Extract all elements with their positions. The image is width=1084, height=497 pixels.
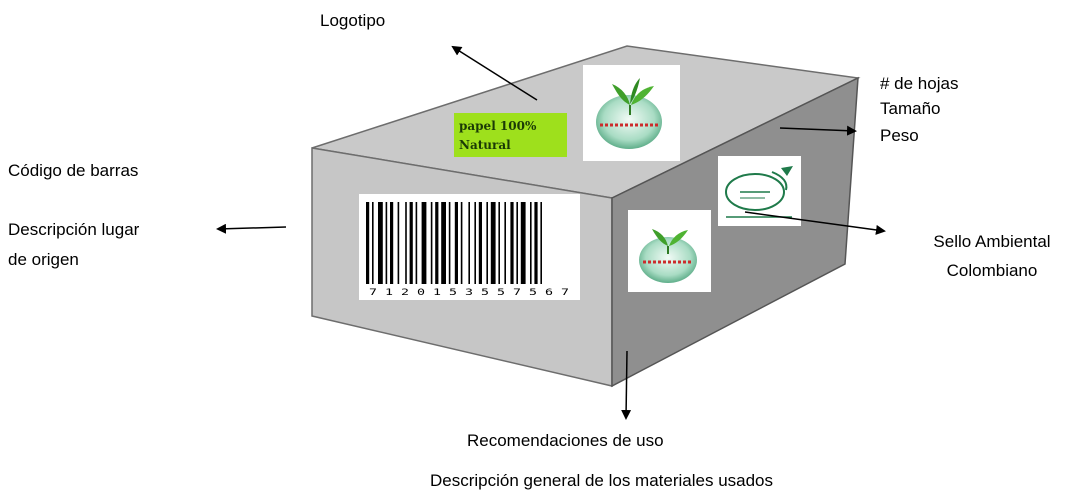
arrow-logotipo (451, 45, 538, 101)
barcode-bar (510, 202, 514, 284)
barcode-bar (504, 202, 506, 284)
label-de-origen: de origen (8, 250, 79, 269)
barcode-bars (366, 202, 542, 284)
barcode-bar (415, 202, 418, 284)
label-codigo-barras: Código de barras (8, 161, 139, 180)
arrow-peso (779, 125, 857, 136)
badge-line-2: Natural (459, 138, 511, 152)
barcode-bar (385, 202, 388, 284)
barcode-bar (421, 202, 427, 284)
barcode-bar (366, 202, 370, 284)
barcode-bar (516, 202, 518, 284)
barcode-bar (490, 202, 496, 284)
barcode-bar (498, 202, 500, 284)
barcode-bar (397, 202, 400, 284)
label-recomendaciones-uso: Recomendaciones de uso (467, 431, 664, 450)
barcode-digits: 7 1 2 0 1 5 3 5 5 7 5 6 7 (369, 288, 569, 298)
barcode-bar (534, 202, 538, 284)
barcode-bar (460, 202, 463, 284)
barcode-bar (474, 202, 476, 284)
barcode-bar (405, 202, 407, 284)
barcode-bar (520, 202, 526, 284)
label-numero-hojas: # de hojas (880, 74, 959, 93)
barcode-bar (530, 202, 532, 284)
badge-line-1: papel 100% (459, 119, 537, 133)
barcode-bar (441, 202, 446, 284)
barcode-bar (372, 202, 374, 284)
logo-plant-globe-top (583, 65, 680, 161)
label-descripcion-lugar: Descripción lugar (8, 220, 140, 239)
barcode-bar (478, 202, 482, 284)
label-logotipo: Logotipo (320, 11, 386, 30)
barcode: 7 1 2 0 1 5 3 5 5 7 5 6 7 (359, 194, 580, 300)
barcode-bar (430, 202, 433, 284)
barcode-bar (378, 202, 383, 284)
barcode-bar (486, 202, 488, 284)
label-descripcion-materiales: Descripción general de los materiales us… (430, 471, 774, 490)
barcode-bar (468, 202, 470, 284)
label-tamano: Tamaño (880, 99, 941, 118)
barcode-bar (435, 202, 439, 284)
label-peso: Peso (880, 126, 919, 145)
label-sello-ambiental: Sello Ambiental (933, 232, 1051, 251)
environmental-seal (718, 156, 801, 226)
natural-paper-badge: papel 100% Natural (454, 113, 567, 157)
barcode-bar (454, 202, 458, 284)
label-colombiano: Colombiano (946, 261, 1038, 280)
barcode-bar (540, 202, 542, 284)
barcode-bar (448, 202, 451, 284)
barcode-bar (390, 202, 394, 284)
barcode-bar (409, 202, 413, 284)
arrow-recomendaciones (621, 350, 632, 420)
logo-plant-globe-side (628, 210, 711, 292)
arrow-sello (744, 211, 886, 235)
box-side-face (611, 76, 859, 388)
arrow-descripcion-origen (216, 223, 287, 234)
